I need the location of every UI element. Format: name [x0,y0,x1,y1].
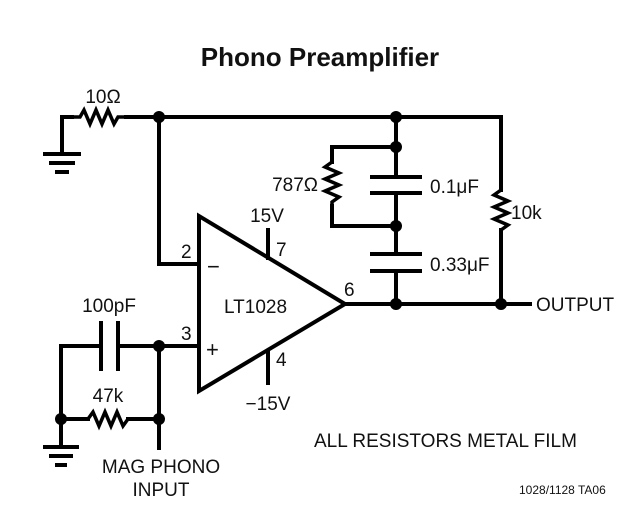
noninverting-symbol: + [206,337,219,362]
label-0-33uF: 0.33μF [430,255,490,276]
capacitor-100pF [99,321,120,371]
diagram-title: Phono Preamplifier [201,42,439,72]
label-10ohm: 10Ω [85,87,120,108]
label-100pF: 100pF [82,296,136,317]
note-resistors: ALL RESISTORS METAL FILM [314,431,577,452]
pin-6-label: 6 [344,280,355,301]
vminus-label: −15V [246,394,291,415]
label-10k: 10k [511,203,542,224]
figure-code: 1028/1128 TA06 [519,483,606,497]
resistor-10k [489,188,513,232]
ground-top [43,115,81,174]
capacitor-0-1uF [370,175,422,195]
label-787ohm: 787Ω [272,175,318,196]
ground-bottom [43,445,79,467]
opamp-label: LT1028 [224,297,287,318]
pin-4-label: 4 [276,350,287,371]
inverting-symbol: − [207,254,220,279]
pin-2-label: 2 [181,242,192,263]
input-label-line1: MAG PHONO [102,457,220,478]
resistor-47k [86,407,130,431]
pin-3-label: 3 [181,324,192,345]
wire [330,145,398,164]
label-47k: 47k [93,386,124,407]
wire [330,204,398,228]
label-0-1uF: 0.1μF [430,177,479,198]
vplus-label: 15V [250,206,284,227]
resistor-787ohm [320,160,344,206]
wire-inverting [157,115,201,266]
wire [59,344,103,448]
input-label-line2: INPUT [133,480,190,501]
pin-7-label: 7 [276,240,287,261]
resistor-10ohm [72,105,126,129]
output-label: OUTPUT [536,295,615,316]
capacitor-0-33uF [370,252,422,273]
opamp-lt1028 [197,212,349,395]
